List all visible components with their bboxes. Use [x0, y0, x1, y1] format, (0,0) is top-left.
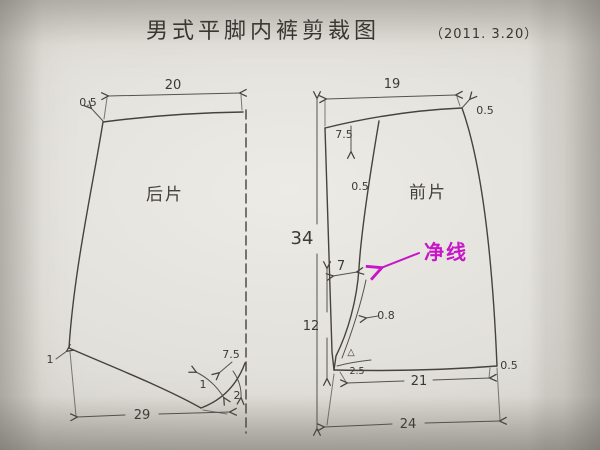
front-left-edge — [324, 127, 335, 371]
back-construction-arc-1 — [196, 372, 224, 398]
front-piece: 前片 7.5 0.5 0.5 7 0.8 △ 2.5 0.5 — [324, 99, 518, 377]
page-title: 男式平脚内裤剪裁图 — [146, 19, 380, 44]
front-crotch-hem-value: 2.5 — [349, 366, 364, 377]
back-piece: 后片 0.5 7.5 1 2 1 — [47, 96, 247, 434]
back-side-mark-arrow — [55, 351, 67, 360]
back-bottom-width-value: 29 — [134, 408, 151, 423]
net-line-arrow — [381, 252, 420, 268]
back-side-mark: 1 — [47, 353, 54, 366]
front-curve-gap-arrow — [366, 316, 379, 318]
front-top-edge — [324, 107, 463, 129]
dim-line-20 — [108, 93, 240, 96]
front-hem-total-value: 24 — [400, 417, 417, 432]
front-crotch-width-value: 7 — [337, 259, 345, 274]
front-seam-offset-value: 0.5 — [351, 180, 369, 193]
front-crotch-hem-line — [336, 359, 372, 367]
front-side-seam — [461, 107, 498, 367]
dim-line-29 — [77, 412, 230, 417]
dim-line-19 — [326, 95, 456, 99]
back-top-width-value: 20 — [165, 78, 182, 93]
back-top-edge — [102, 111, 244, 123]
front-crotch-width-line — [333, 272, 357, 276]
center-lower-height-value: 12 — [303, 319, 320, 334]
back-top-rise-tick — [91, 108, 104, 122]
dim-line-24 — [324, 421, 500, 427]
front-curve-gap-value: 0.8 — [377, 309, 395, 322]
front-hem-right-drop-value: 0.5 — [500, 359, 518, 372]
front-top-right-rise-tick — [461, 99, 470, 109]
front-crotch-seam-curve — [333, 120, 380, 371]
back-leg-depth-value: 7.5 — [222, 348, 240, 361]
back-piece-label: 后片 — [146, 185, 184, 205]
dimension-lines: 20 19 29 21 24 34 12 — [70, 77, 500, 432]
front-hem-inner-value: 21 — [411, 374, 428, 389]
back-construction-arc-2 — [232, 370, 241, 398]
back-top-rise-value: 0.5 — [79, 96, 97, 109]
front-piece-label: 前片 — [409, 183, 447, 203]
back-side-seam — [68, 121, 104, 349]
page-date: （2011. 3.20） — [430, 27, 538, 42]
back-hem-mark-1: 1 — [200, 378, 207, 391]
net-line-annotation: 净线 — [381, 240, 468, 268]
back-hem-edge — [68, 347, 202, 409]
front-drop-value: 7.5 — [335, 128, 353, 141]
back-hem-mark-2: 2 — [234, 389, 241, 402]
front-crotch-mark: △ — [347, 347, 355, 358]
front-inner-curve — [341, 279, 367, 359]
dim-line-21 — [347, 378, 490, 383]
front-top-width-value: 19 — [384, 77, 401, 92]
center-total-height-value: 34 — [291, 228, 314, 249]
front-top-right-rise-value: 0.5 — [476, 104, 494, 117]
back-leg-depth-arrow — [219, 361, 233, 373]
net-line-label: 净线 — [424, 240, 468, 264]
